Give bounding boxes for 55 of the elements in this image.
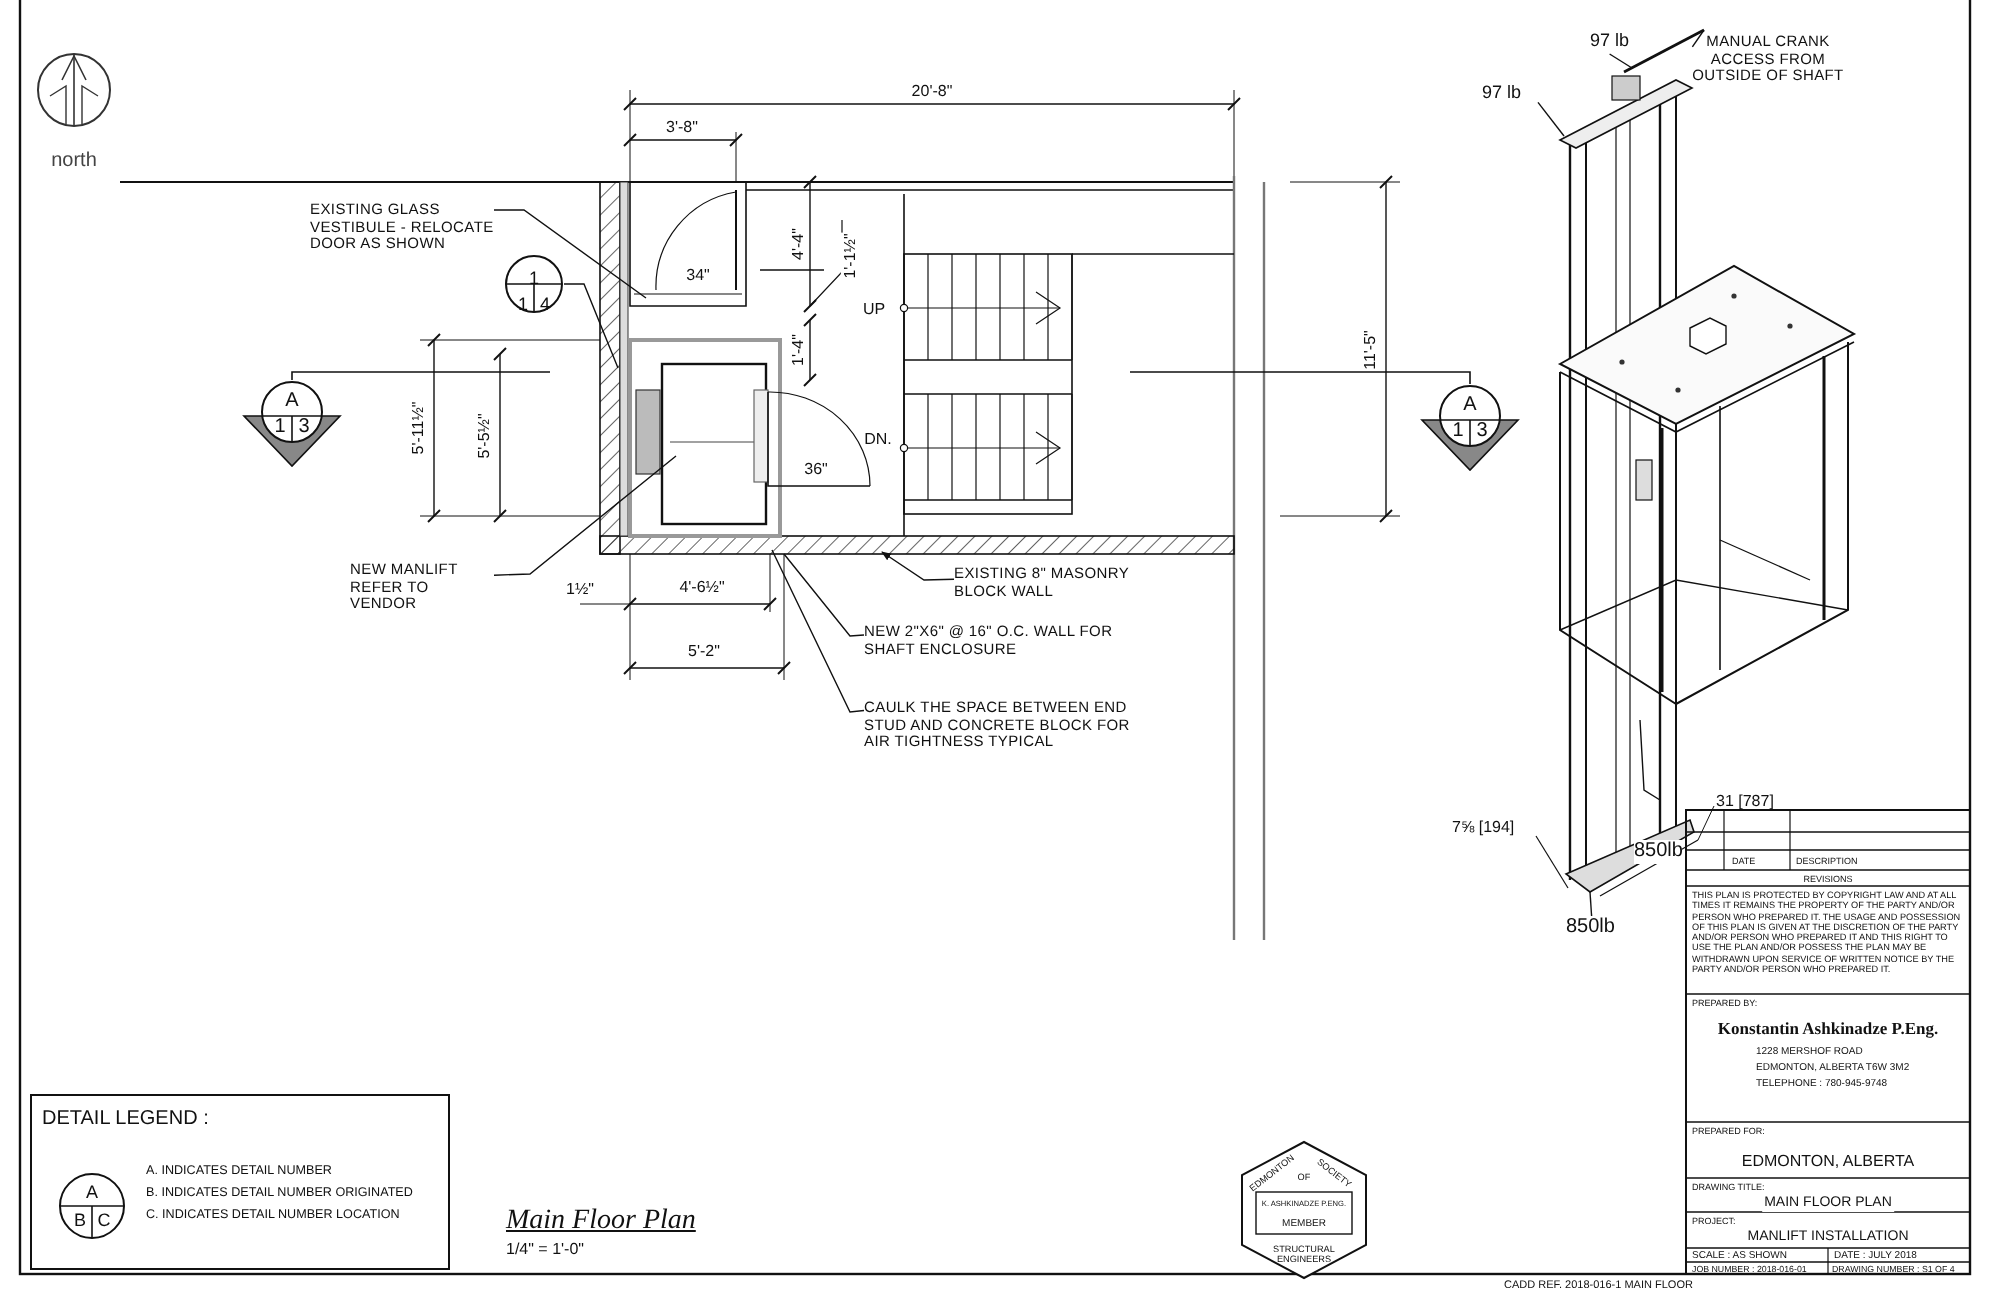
engineer-name: Konstantin Ashkinadze P.Eng. <box>1715 1020 1941 1040</box>
engineer-seal-stamp <box>1240 1140 1368 1280</box>
dimension-text: 4'-6½" <box>677 578 727 597</box>
stair-direction-label: DN. <box>862 430 894 449</box>
load-label: 850lb <box>1566 916 1617 939</box>
dimension-text: 1'-4" <box>788 334 808 366</box>
dimension-text: 5'-2" <box>686 642 722 661</box>
client-location: EDMONTON, ALBERTA <box>1739 1152 1917 1171</box>
detail-legend-symbol <box>58 1172 126 1240</box>
symbol-letter: 1 <box>529 268 539 289</box>
dimension-text: 1½" <box>564 580 596 599</box>
symbol-letter: 3 <box>298 416 310 439</box>
dimension-text: 7⅝ [194] <box>1452 818 1515 837</box>
dimension-text: 1'-1½" <box>840 233 860 279</box>
detail-callout-symbol <box>504 254 564 314</box>
leader-line <box>493 455 677 576</box>
leader-line <box>1691 29 1705 48</box>
symbol-letter: A <box>285 389 299 412</box>
symbol-letter: B <box>74 1210 86 1231</box>
leader-line <box>783 553 865 637</box>
legend-heading: DETAIL LEGEND : <box>42 1108 209 1131</box>
load-label: 97 lb <box>1482 82 1524 103</box>
symbol-letter: C <box>97 1210 111 1231</box>
north-label: north <box>49 150 99 173</box>
load-label: 850lb <box>1634 840 1683 863</box>
plan-title: Main Floor Plan <box>506 1206 696 1239</box>
load-label: 97 lb <box>1590 30 1632 51</box>
leader-line <box>1608 53 1633 69</box>
symbol-letter: 4 <box>540 294 550 315</box>
scale-note: 1/4" = 1'-0" <box>506 1240 585 1259</box>
dimension-text: 31 [787] <box>1716 792 1774 811</box>
dimension-text: 5'-5½" <box>474 413 494 459</box>
room-dimension: 36" <box>802 460 830 479</box>
leader-line <box>563 283 619 369</box>
dimension-text: 11'-5" <box>1360 330 1380 370</box>
dimension-text: 5'-11½" <box>408 401 428 455</box>
symbol-letter: 1 <box>274 416 286 439</box>
section-marker-symbol <box>242 380 342 468</box>
dimension-text: 20'-8" <box>909 82 955 101</box>
legend-panel <box>30 1094 450 1270</box>
leader-line <box>1589 891 1593 917</box>
dimension-text: 3'-8" <box>664 118 700 137</box>
leader-line <box>1537 101 1565 137</box>
leader-line <box>881 551 955 581</box>
leader-line <box>493 209 647 299</box>
symbol-letter: A <box>86 1182 98 1203</box>
dimension-text: 4'-4" <box>788 228 808 260</box>
section-marker-symbol <box>1420 384 1520 472</box>
stair-direction-label: UP <box>860 300 888 319</box>
room-dimension: 34" <box>684 266 712 285</box>
symbol-letter: A <box>1463 393 1477 416</box>
manlift-isometric-drawing <box>1557 28 1857 893</box>
symbol-letter: 1 <box>1452 420 1464 443</box>
leader-line <box>771 549 865 713</box>
symbol-letter: 3 <box>1476 420 1488 443</box>
